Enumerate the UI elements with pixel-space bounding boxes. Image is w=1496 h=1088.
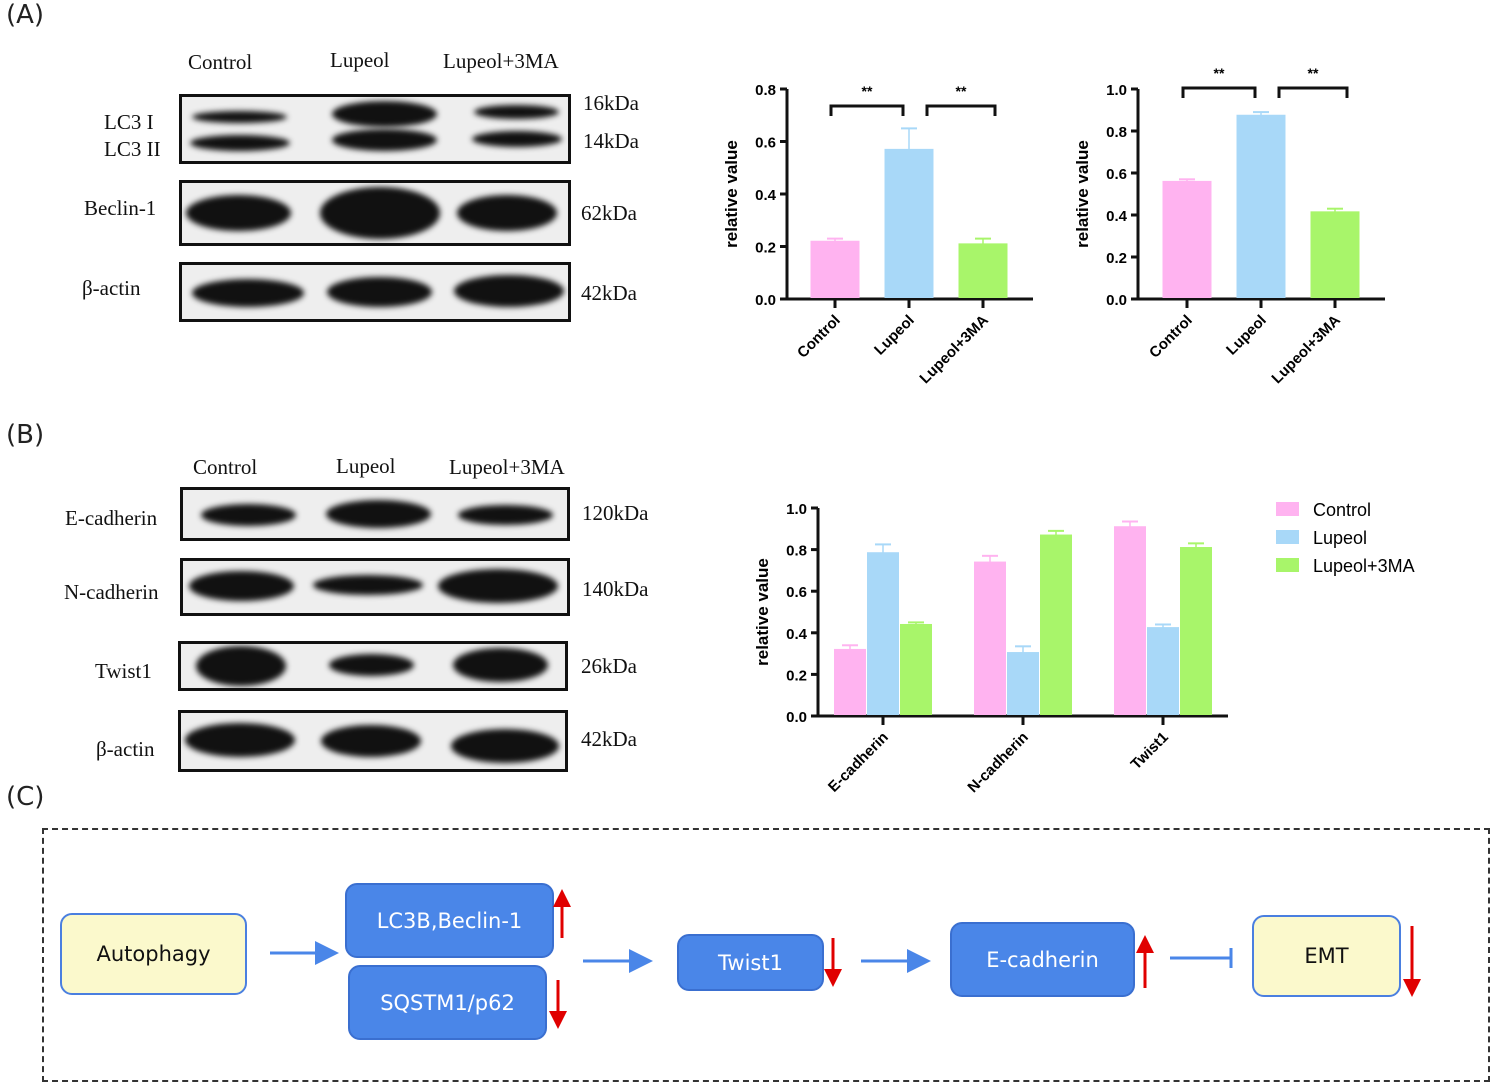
kda-label: 62kDa xyxy=(581,201,637,225)
lane-label: Lupeol xyxy=(330,48,390,72)
y-tick-label: 0.4 xyxy=(786,626,808,643)
y-tick-label: 1.0 xyxy=(786,501,807,518)
y-tick-label: 0.4 xyxy=(755,187,777,204)
x-tick-label: E-cadherin xyxy=(825,729,892,796)
significance-label: ** xyxy=(1214,65,1225,81)
y-tick-label: 0.2 xyxy=(755,240,776,257)
y-tick-label: 0.0 xyxy=(755,292,776,309)
x-tick-label: N-cadherin xyxy=(964,729,1031,796)
bar xyxy=(1114,526,1146,715)
bar xyxy=(1040,534,1072,715)
y-tick-label: 0.6 xyxy=(786,584,807,601)
western-blot-ncadherin xyxy=(180,558,570,616)
x-tick-label: Lupeol+3MA xyxy=(916,312,991,387)
y-tick-label: 0.0 xyxy=(786,709,807,726)
bar xyxy=(867,552,899,715)
lane-label: Control xyxy=(188,50,253,74)
legend-label: Lupeol+3MA xyxy=(1313,556,1415,576)
kda-label: 16kDa xyxy=(583,91,639,115)
lane-label: Lupeol xyxy=(336,454,396,478)
significance-label: ** xyxy=(1308,65,1319,81)
y-tick-label: 0.2 xyxy=(786,667,807,684)
western-blot-beclin1 xyxy=(179,180,571,246)
node-emt: EMT xyxy=(1252,915,1401,997)
western-blot-actin xyxy=(179,262,571,322)
bar xyxy=(1310,211,1360,299)
y-tick-label: 0.0 xyxy=(1106,292,1127,309)
node-autophagy: Autophagy xyxy=(60,913,247,995)
blot-row-label: LC3 II xyxy=(104,137,161,161)
x-tick-label: Control xyxy=(1146,312,1196,362)
bar xyxy=(958,243,1008,298)
y-tick-label: 0.6 xyxy=(755,135,776,152)
kda-label: 140kDa xyxy=(582,577,649,601)
lane-label: Lupeol+3MA xyxy=(443,49,559,73)
kda-label: 42kDa xyxy=(581,281,637,305)
panel-label-c: (C) xyxy=(6,782,45,812)
kda-label: 14kDa xyxy=(583,129,639,153)
y-tick-label: 0.8 xyxy=(1106,124,1127,141)
blot-row-label: LC3 I xyxy=(104,110,154,134)
blot-row-label: Beclin-1 xyxy=(84,196,157,220)
lane-label: Control xyxy=(193,455,258,479)
y-tick-label: 0.8 xyxy=(755,82,776,99)
significance-bracket xyxy=(1181,86,1257,98)
y-axis-label: relative value xyxy=(722,140,741,248)
y-axis-label: relative value xyxy=(1073,140,1092,248)
bar xyxy=(1147,627,1179,715)
bar xyxy=(834,648,866,715)
pathway-diagram-frame xyxy=(42,828,1490,1082)
western-blot-lc3 xyxy=(179,94,571,164)
kda-label: 120kDa xyxy=(582,501,649,525)
significance-label: ** xyxy=(862,83,873,99)
bar xyxy=(900,623,932,715)
bar xyxy=(1236,114,1286,298)
y-tick-label: 0.4 xyxy=(1106,208,1128,225)
node-lc3b-beclin1: LC3B,Beclin-1 xyxy=(345,883,554,958)
x-tick-label: Control xyxy=(794,312,844,362)
kda-label: 42kDa xyxy=(581,727,637,751)
bar xyxy=(884,148,934,298)
y-tick-label: 0.8 xyxy=(786,543,807,560)
blot-row-label: E-cadherin xyxy=(65,506,158,530)
y-tick-label: 0.6 xyxy=(1106,166,1127,183)
significance-label: ** xyxy=(956,83,967,99)
blot-row-label: β-actin xyxy=(96,737,155,761)
legend-label: Lupeol xyxy=(1313,528,1367,548)
x-tick-label: Twist1 xyxy=(1128,729,1172,773)
legend-label: Control xyxy=(1313,500,1371,520)
western-blot-twist1 xyxy=(178,641,568,691)
x-tick-label: Lupeol+3MA xyxy=(1268,312,1343,387)
blot-row-label: Twist1 xyxy=(95,659,152,683)
panel-label-b: (B) xyxy=(6,420,45,450)
bar xyxy=(1180,547,1212,716)
kda-label: 26kDa xyxy=(581,654,637,678)
significance-bracket xyxy=(829,104,905,116)
y-axis-label: relative value xyxy=(753,558,772,666)
western-blot-actin-b xyxy=(178,710,568,772)
bar xyxy=(1007,652,1039,715)
legend-swatch xyxy=(1276,558,1299,572)
x-tick-label: Lupeol xyxy=(871,312,918,359)
node-ecadherin: E-cadherin xyxy=(950,922,1135,997)
significance-bracket xyxy=(1277,86,1349,98)
bar xyxy=(810,240,860,298)
significance-bracket xyxy=(925,104,997,116)
legend-swatch xyxy=(1276,502,1299,516)
western-blot-ecadherin xyxy=(180,487,570,541)
bar xyxy=(1162,180,1212,298)
legend-swatch xyxy=(1276,530,1299,544)
node-twist1: Twist1 xyxy=(677,934,824,991)
y-tick-label: 0.2 xyxy=(1106,250,1127,267)
blot-row-label: β-actin xyxy=(82,276,141,300)
lane-label: Lupeol+3MA xyxy=(449,455,565,479)
panel-label-a: (A) xyxy=(6,0,45,30)
node-sqstm1-p62: SQSTM1/p62 xyxy=(348,965,547,1040)
x-tick-label: Lupeol xyxy=(1223,312,1270,359)
y-tick-label: 1.0 xyxy=(1106,82,1127,99)
diagram-arrows xyxy=(270,889,1421,1029)
blot-row-label: N-cadherin xyxy=(64,580,159,604)
bar xyxy=(974,561,1006,716)
